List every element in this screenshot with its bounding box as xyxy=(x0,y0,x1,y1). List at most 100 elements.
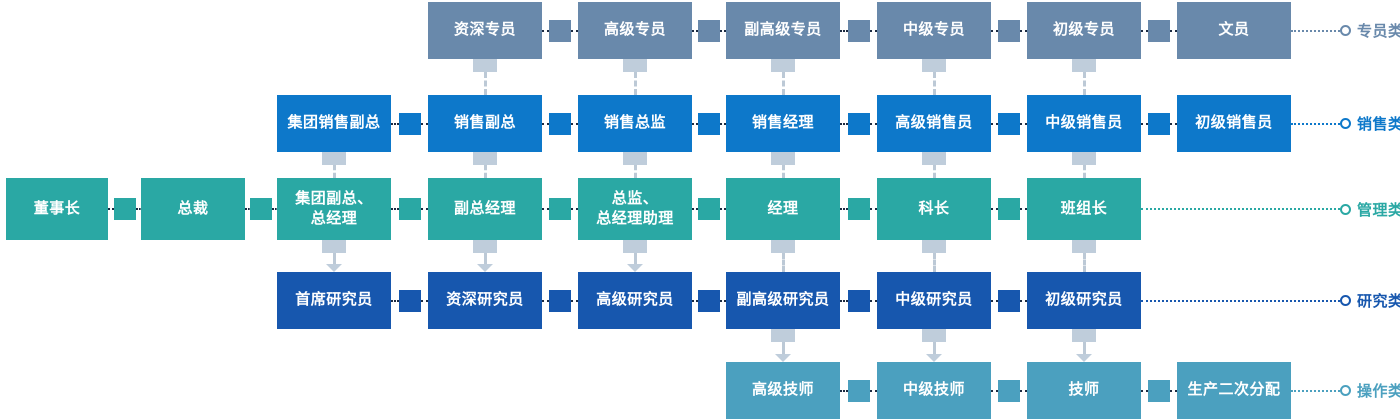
link-dotted-segment xyxy=(840,389,848,392)
vertical-connector xyxy=(473,152,497,178)
vertical-connector xyxy=(771,59,795,95)
org-node-functional[interactable]: 文员 xyxy=(1177,2,1291,59)
connector-line xyxy=(1082,342,1086,354)
link-knob xyxy=(549,289,571,312)
category-tail-management: 管理类 xyxy=(1141,200,1400,219)
connector-line xyxy=(483,72,487,95)
org-node-functional[interactable]: 初级专员 xyxy=(1027,2,1141,59)
org-node-management[interactable]: 经理 xyxy=(726,178,840,240)
link-knob xyxy=(549,198,571,220)
connector-tab xyxy=(922,329,946,342)
connector-tab xyxy=(473,59,497,72)
node-link-connector xyxy=(840,379,877,402)
link-dotted-segment xyxy=(869,389,877,392)
node-link-connector xyxy=(1141,379,1177,402)
connector-line xyxy=(633,253,637,264)
link-dotted-segment xyxy=(720,299,726,302)
org-node-management[interactable]: 总裁 xyxy=(141,178,245,240)
connector-tab xyxy=(1072,59,1096,72)
link-dotted-segment xyxy=(542,208,549,210)
category-dashed-line xyxy=(1291,122,1340,125)
category-tail-functional: 专员类 xyxy=(1291,22,1400,40)
org-node-research[interactable]: 中级研究员 xyxy=(877,272,991,329)
vertical-connector xyxy=(1072,240,1096,272)
link-dotted-segment xyxy=(991,208,998,210)
vertical-connector xyxy=(623,152,647,178)
org-node-operations[interactable]: 中级技师 xyxy=(877,362,991,419)
vertical-connector xyxy=(922,329,946,362)
org-node-sales[interactable]: 中级销售员 xyxy=(1027,95,1141,152)
org-node-sales[interactable]: 集团销售副总 xyxy=(277,95,391,152)
connector-tab xyxy=(922,240,946,253)
org-node-research[interactable]: 高级研究员 xyxy=(578,272,692,329)
connector-line xyxy=(1082,72,1086,95)
link-dotted-segment xyxy=(272,208,277,210)
org-node-management[interactable]: 集团副总、 总经理 xyxy=(277,178,391,240)
link-dotted-segment xyxy=(991,299,998,302)
link-dotted-segment xyxy=(1141,29,1148,32)
connector-line xyxy=(483,165,487,178)
org-node-functional[interactable]: 资深专员 xyxy=(428,2,542,59)
category-tail-operations: 操作类 xyxy=(1291,382,1400,400)
connector-line xyxy=(932,72,936,95)
org-node-sales[interactable]: 销售经理 xyxy=(726,95,840,152)
category-dashed-line xyxy=(1141,208,1340,210)
connector-arrow-icon xyxy=(627,264,643,272)
org-node-management[interactable]: 副总经理 xyxy=(428,178,542,240)
org-node-management[interactable]: 科长 xyxy=(877,178,991,240)
vertical-connector xyxy=(322,240,346,272)
link-dotted-segment xyxy=(869,29,877,32)
org-node-research[interactable]: 资深研究员 xyxy=(428,272,542,329)
node-link-connector xyxy=(391,289,428,312)
org-node-operations[interactable]: 高级技师 xyxy=(726,362,840,419)
link-dotted-segment xyxy=(1141,389,1148,392)
org-node-operations[interactable]: 生产二次分配 xyxy=(1177,362,1291,419)
org-node-research[interactable]: 副高级研究员 xyxy=(726,272,840,329)
org-node-functional[interactable]: 副高级专员 xyxy=(726,2,840,59)
node-link-connector xyxy=(1141,112,1177,135)
org-node-functional[interactable]: 高级专员 xyxy=(578,2,692,59)
link-dotted-segment xyxy=(420,208,428,210)
org-node-research[interactable]: 初级研究员 xyxy=(1027,272,1141,329)
org-node-management[interactable]: 总监、 总经理助理 xyxy=(578,178,692,240)
connector-line xyxy=(1082,165,1086,178)
org-node-sales[interactable]: 销售总监 xyxy=(578,95,692,152)
link-dotted-segment xyxy=(1020,389,1027,392)
connector-arrow-icon xyxy=(775,354,791,362)
category-endpoint-dot xyxy=(1340,385,1351,396)
link-dotted-segment xyxy=(1141,122,1148,125)
org-node-sales[interactable]: 初级销售员 xyxy=(1177,95,1291,152)
org-node-management[interactable]: 董事长 xyxy=(6,178,108,240)
org-node-management[interactable]: 班组长 xyxy=(1027,178,1141,240)
org-node-functional[interactable]: 中级专员 xyxy=(877,2,991,59)
category-dashed-line xyxy=(1141,299,1340,302)
link-knob xyxy=(998,289,1020,312)
org-node-research[interactable]: 首席研究员 xyxy=(277,272,391,329)
link-knob xyxy=(847,289,870,312)
connector-line xyxy=(781,342,785,354)
link-knob xyxy=(847,112,870,135)
link-dotted-segment xyxy=(692,208,698,210)
link-dotted-segment xyxy=(542,29,549,32)
connector-line xyxy=(781,165,785,178)
connector-tab xyxy=(1072,329,1096,342)
org-node-sales[interactable]: 销售副总 xyxy=(428,95,542,152)
link-knob xyxy=(998,379,1020,402)
category-dashed-line xyxy=(1291,389,1340,392)
link-dotted-segment xyxy=(991,122,998,125)
link-knob xyxy=(1148,379,1170,402)
link-dotted-segment xyxy=(1170,122,1177,125)
link-dotted-segment xyxy=(542,122,549,125)
link-dotted-segment xyxy=(991,389,998,392)
category-tail-sales: 销售类 xyxy=(1291,115,1400,133)
link-knob xyxy=(698,112,720,135)
link-dotted-segment xyxy=(1020,29,1027,32)
org-node-operations[interactable]: 技师 xyxy=(1027,362,1141,419)
org-node-sales[interactable]: 高级销售员 xyxy=(877,95,991,152)
link-dotted-segment xyxy=(1020,122,1027,125)
vertical-connector xyxy=(623,240,647,272)
vertical-connector xyxy=(771,152,795,178)
vertical-connector xyxy=(623,59,647,95)
link-knob xyxy=(549,19,571,42)
node-link-connector xyxy=(991,379,1027,402)
